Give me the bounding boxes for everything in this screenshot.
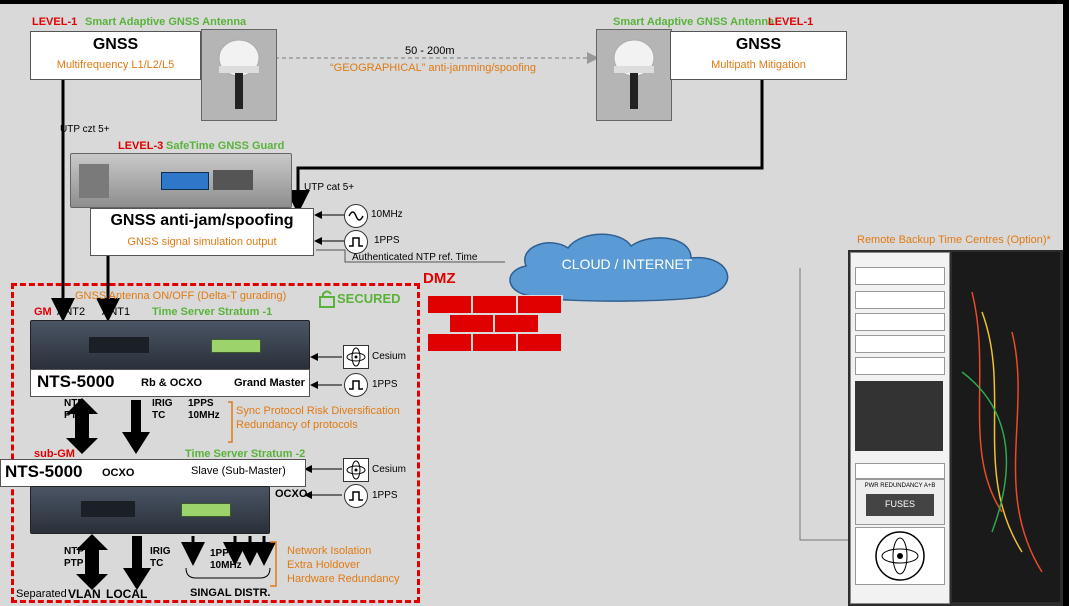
pulse-icon: [344, 484, 368, 508]
cloud-label: CLOUD / INTERNET: [561, 256, 693, 272]
fuses-label: FUSES: [884, 499, 915, 509]
gnss-left-subtitle: Multifrequency L1/L2/L5: [56, 59, 175, 71]
antenna-right-title: Smart Adaptive GNSS Antenna: [613, 16, 775, 28]
secured-label: SECURED: [337, 291, 401, 306]
subgm-name-box: NTS-5000 OCXO Slave (Sub-Master): [0, 459, 306, 487]
cable-label-left: UTP czt 5+: [60, 124, 110, 135]
dmz-label: DMZ: [423, 270, 456, 287]
gnss-right-subtitle: Multipath Mitigation: [711, 59, 806, 71]
geographical-label: “GEOGRAPHICAL” anti-jamming/spoofing: [330, 62, 537, 74]
guard-title: SafeTime GNSS Guard: [166, 140, 285, 152]
subgm-1pps-label: 1PPS: [372, 490, 398, 501]
subgm-device-photo: [30, 486, 270, 534]
atom-icon: [875, 531, 925, 581]
gm-cesium-label: Cesium: [372, 351, 406, 362]
anti-jam-subtitle: GNSS signal simulation output: [127, 236, 277, 248]
rack-left-panel: PWR REDUNDANCY A+B FUSES: [850, 252, 950, 604]
lower-irig-tc-arrow: [123, 536, 151, 590]
level3-label: LEVEL-3: [118, 140, 164, 152]
remote-backup-label: Remote Backup Time Centres (Option)*: [857, 234, 1051, 246]
antenna-onoff-label: GNSS Antenna ON/OFF (Delta-T gurading): [75, 290, 287, 302]
signal-distr-label: SINGAL DISTR.: [190, 587, 271, 599]
subgm-cesium-label: Cesium: [372, 464, 406, 475]
gm-role: Grand Master: [234, 377, 305, 389]
stratum2-label: Time Server Stratum -2: [185, 448, 306, 460]
antenna-photo-left: [201, 29, 277, 121]
subgm-model: NTS-5000: [5, 462, 83, 481]
anti-jam-box: GNSS anti-jam/spoofing GNSS signal simul…: [90, 208, 314, 256]
irig-tc-arrow: [122, 400, 150, 454]
rack-right-photo: [952, 252, 1060, 602]
right-gnss-to-guard-line: [286, 78, 764, 214]
sub-gm-label: sub-GM: [34, 448, 75, 460]
cable-label-right: UTP cat 5+: [304, 182, 355, 193]
ntp-ref-label: Authenticated NTP ref. Time: [352, 252, 478, 263]
local-label: LOCAL: [106, 587, 148, 601]
gnss-right-heading: GNSS: [735, 36, 782, 53]
pulse-icon: [344, 373, 368, 397]
level1-right-label: LEVEL-1: [768, 16, 814, 28]
pwr-label: PWR REDUNDANCY A+B: [864, 483, 936, 489]
antenna-icon: [597, 30, 671, 120]
guard-1pps-label: 1PPS: [374, 235, 400, 246]
cloud-icon: [509, 233, 729, 302]
gm-name-box: NTS-5000 Rb & OCXO Grand Master: [30, 369, 310, 397]
pulse-icon: [344, 230, 368, 254]
level1-left-label: LEVEL-1: [32, 16, 78, 28]
gm-model: NTS-5000: [37, 372, 115, 391]
separated-label: Separated: [16, 588, 67, 600]
sine-wave-icon: [344, 204, 368, 228]
gnss-left-box: GNSS Multifrequency L1/L2/L5: [30, 31, 201, 80]
ant1-label: ANT1: [102, 306, 131, 318]
gm-variant: Rb & OCXO: [141, 377, 203, 389]
gm-1pps-label: 1PPS: [372, 379, 398, 390]
secured-zone: [11, 283, 420, 603]
stratum1-label: Time Server Stratum -1: [152, 306, 273, 318]
antenna-left-title: Smart Adaptive GNSS Antenna: [85, 16, 247, 28]
firewall-icon: [427, 295, 563, 353]
atom-icon: [343, 345, 369, 369]
vlan-label: VLAN: [68, 587, 101, 601]
subgm-ocxo-tag: OCXO: [275, 488, 308, 500]
lock-icon: [319, 290, 335, 308]
antenna-icon: [202, 30, 276, 120]
ant2-label: ANT2: [57, 306, 86, 318]
lower-ntp-ptp-arrow: [76, 534, 108, 590]
guard-device-photo: [70, 153, 292, 208]
gm-device-photo: [30, 320, 310, 370]
distance-label: 50 - 200m: [405, 45, 455, 57]
gnss-left-heading: GNSS: [92, 36, 139, 53]
guard-10mhz-label: 10MHz: [371, 209, 403, 220]
subgm-role: Slave (Sub-Master): [191, 465, 286, 477]
ntp-ptp-arrow: [66, 398, 98, 454]
remote-rack-photo: PWR REDUNDANCY A+B FUSES: [848, 250, 1063, 606]
anti-jam-heading: GNSS anti-jam/spoofing: [110, 212, 294, 229]
antenna-photo-right: [596, 29, 672, 121]
subgm-variant: OCXO: [102, 467, 135, 479]
atom-icon: [343, 458, 369, 482]
gm-label: GM: [34, 306, 52, 318]
gnss-right-box: GNSS Multipath Mitigation: [670, 31, 847, 80]
